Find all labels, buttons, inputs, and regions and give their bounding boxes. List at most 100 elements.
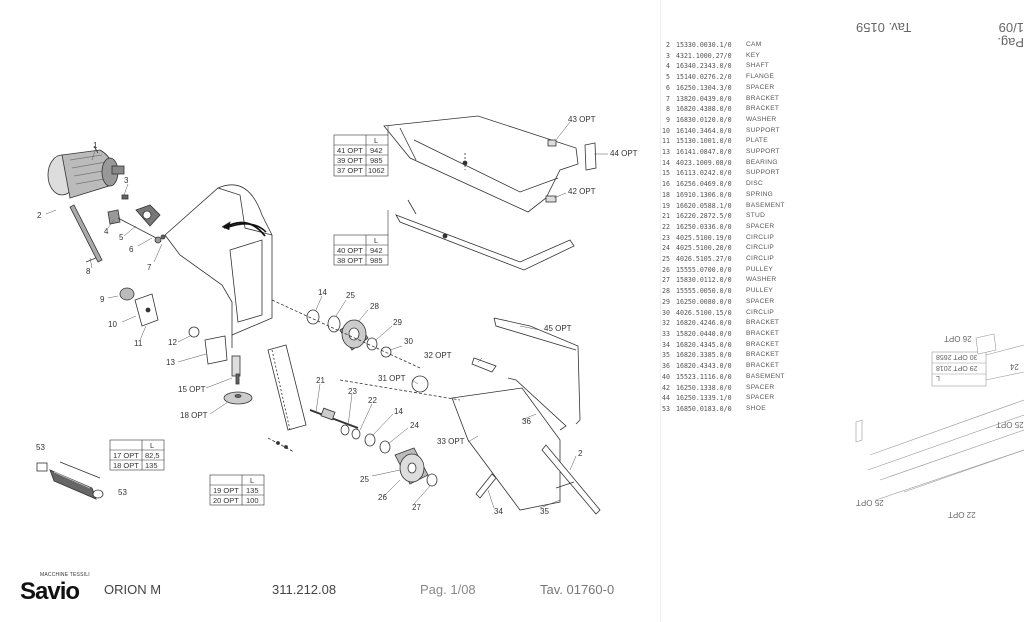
parts-code: 16820.4345.0/0: [676, 340, 732, 349]
washer-plate-group: [119, 287, 159, 327]
parts-ref: 10: [662, 126, 670, 135]
belt: [267, 344, 307, 431]
parts-code: 4026.5100.15/0: [676, 308, 732, 317]
parts-code: 16113.0242.0/0: [676, 169, 732, 178]
parts-desc: SPACER: [746, 222, 775, 230]
callout-12: 12: [168, 338, 177, 347]
callout-24: 24: [410, 421, 419, 430]
callout-7: 7: [147, 263, 152, 272]
parts-desc: BEARING: [746, 158, 778, 166]
parts-desc: SPRING: [746, 190, 774, 198]
parts-code: 16910.1306.0/0: [676, 190, 732, 199]
opt-table-4-item: 20 OPT: [213, 496, 239, 505]
parts-code: 15330.0030.1/0: [676, 41, 732, 49]
parts-ref: 30: [662, 308, 670, 317]
parts-desc: DISC: [746, 180, 763, 188]
parts-code: 16250.1304.3/0: [676, 83, 732, 92]
brand-tagline: MACCHINE TESSILI: [40, 572, 90, 578]
opt-table-4-value: 100: [246, 496, 259, 505]
parts-ref: 25: [662, 255, 670, 264]
parts-desc: BASEMENT: [746, 201, 785, 209]
parts-code: 16820.3385.0/0: [676, 351, 732, 360]
parts-desc: SUPPORT: [746, 169, 780, 177]
parts-code: 15820.0440.0/0: [676, 329, 732, 338]
parts-code: 16820.4246.0/0: [676, 319, 732, 328]
parts-desc: SPACER: [746, 83, 775, 91]
callout-5: 5: [119, 233, 124, 242]
mirrored-callout: 25 OPT: [996, 420, 1024, 429]
parts-desc: CIRCLIP: [746, 233, 775, 241]
callout-4: 4: [104, 227, 109, 236]
parts-ref: 23: [662, 233, 670, 242]
parts-desc: CIRCLIP: [746, 244, 775, 252]
opt-table-1-item: 37 OPT: [337, 166, 363, 175]
opt-table-3-value: 135: [145, 461, 158, 470]
parts-code: 16620.0588.1/0: [676, 201, 732, 210]
callout-29: 29: [393, 318, 402, 327]
opt-table-rail-length: L 40 OPT 942 38 OPT 985: [333, 210, 389, 266]
parts-code: 4025.5100.20/0: [676, 244, 732, 253]
callout-31-opt: 31 OPT: [378, 374, 406, 383]
parts-code: 16250.1338.0/0: [676, 383, 732, 392]
support-stud-group: [188, 326, 253, 405]
title-block: MACCHINE TESSILI Savio ORION M 311.212.0…: [0, 570, 660, 610]
opt-table-1-value: 1062: [368, 166, 385, 175]
opt-table-3-item: 18 OPT: [113, 461, 139, 470]
mirrored-callout: 26 OPT: [944, 334, 972, 343]
parts-desc: SHAFT: [746, 62, 770, 70]
parts-desc: BRACKET: [746, 94, 780, 102]
opt-table-3-header: L: [150, 441, 154, 450]
parts-ref: 3: [666, 51, 670, 60]
callout-labels: 1 2 3 4 5 6 7 8 9 10 11 12 13 15 OPT 18 …: [36, 115, 638, 516]
opt-table-1-header: L: [374, 136, 378, 145]
leader-lines: [45, 121, 608, 509]
upper-frame: [383, 115, 597, 213]
upper-pulley-group: [271, 299, 421, 369]
parts-ref: 5: [666, 73, 670, 82]
lower-pulley-group: [267, 407, 438, 487]
callout-6: 6: [129, 245, 134, 254]
callout-10: 10: [108, 320, 117, 329]
parts-ref: 32: [662, 319, 670, 328]
parts-ref: 14: [662, 158, 670, 167]
table-number: Tav. 01760-0: [540, 582, 615, 597]
parts-code: 4026.5105.27/0: [676, 255, 732, 264]
lower-frame: [395, 199, 575, 271]
parts-ref: 18: [662, 190, 670, 199]
parts-ref: 21: [662, 212, 670, 221]
opt-table-2-value: 942: [370, 246, 383, 255]
opt-table-4-value: 135: [246, 486, 259, 495]
callout-14b: 14: [394, 407, 403, 416]
parts-desc: BRACKET: [746, 340, 780, 348]
callout-45-opt: 45 OPT: [544, 324, 572, 333]
opt-table-1-value: 942: [370, 146, 383, 155]
callout-53: 53: [36, 443, 45, 452]
parts-desc: SPACER: [746, 297, 775, 305]
parts-code: 16220.2872.5/0: [676, 212, 732, 221]
page-divider: [660, 0, 661, 622]
opt-table-1-item: 41 OPT: [337, 146, 363, 155]
parts-ref: 24: [662, 244, 670, 253]
parts-desc: WASHER: [746, 276, 777, 284]
callout-35: 35: [540, 507, 549, 516]
opt-table-2-item: 40 OPT: [337, 246, 363, 255]
parts-desc: BRACKET: [746, 105, 780, 113]
callout-15-opt: 15 OPT: [178, 385, 206, 394]
callout-32-opt: 32 OPT: [424, 351, 452, 360]
